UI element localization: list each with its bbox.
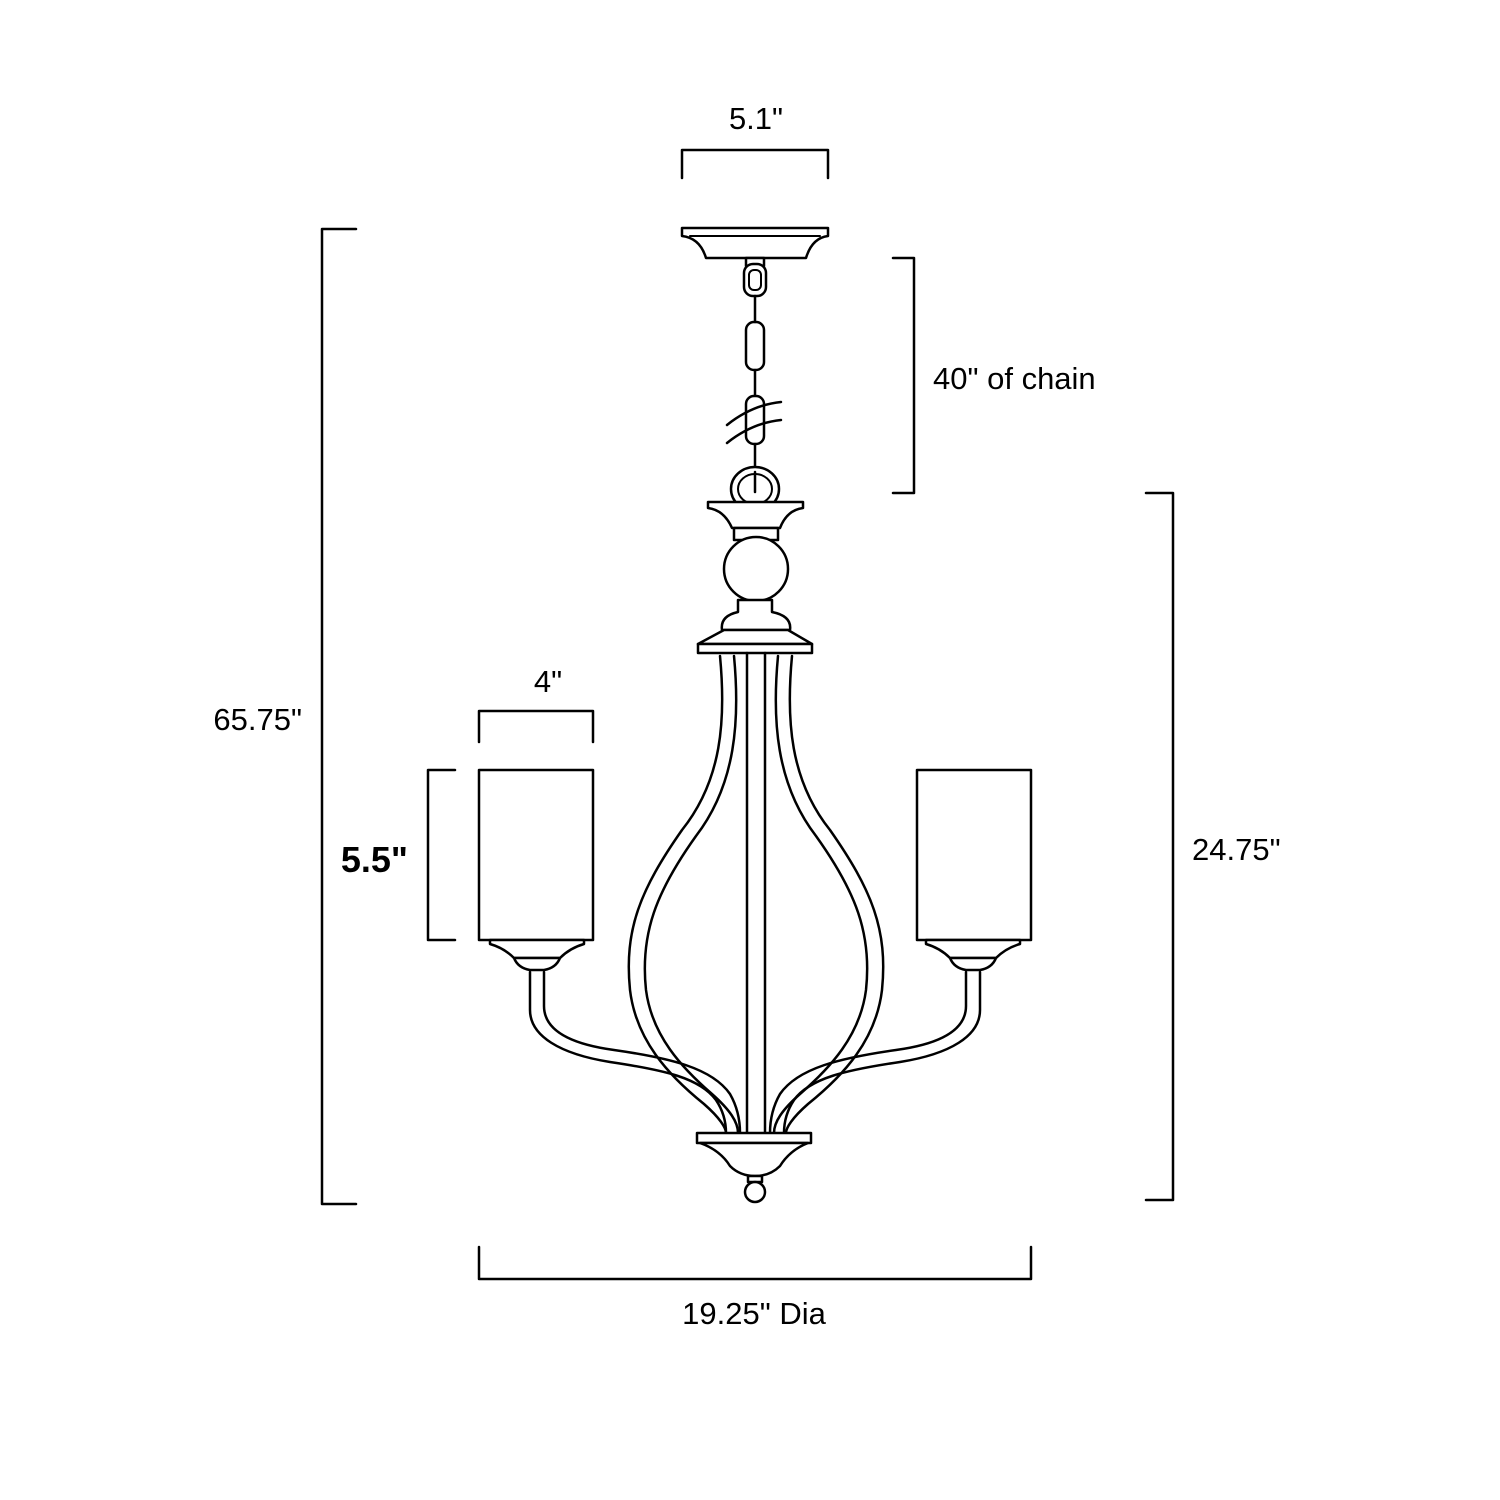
- canopy-width-bracket: [680, 148, 830, 180]
- chain-length-label: 40" of chain: [933, 361, 1096, 396]
- right-shade: [915, 768, 1033, 972]
- overall-height-label: 65.75": [213, 702, 302, 737]
- fixture-height-label: 24.75": [1192, 832, 1281, 867]
- canopy-width-label: 5.1": [729, 101, 783, 136]
- dimension-labels: 5.1" 40" of chain 65.75" 24.75" 4" 5.5" …: [213, 101, 1280, 1331]
- cage-frame: [627, 654, 885, 1135]
- chain: [725, 262, 783, 513]
- diameter-bracket: [477, 1245, 1033, 1281]
- bottom-bowl-and-finial: [695, 1131, 813, 1204]
- diameter-label: 19.25" Dia: [682, 1296, 826, 1331]
- dimension-brackets: [320, 148, 1175, 1281]
- top-cup-and-ball: [696, 500, 814, 655]
- light-arms: [528, 970, 982, 1135]
- central-stem: [745, 651, 767, 1135]
- shade-width-label: 4": [534, 664, 562, 699]
- ceiling-canopy: [680, 226, 830, 268]
- overall-height-bracket: [320, 227, 358, 1206]
- shade-width-bracket: [477, 709, 595, 744]
- fixture-height-bracket: [1144, 491, 1175, 1202]
- chain-length-bracket: [891, 256, 916, 495]
- shade-height-bracket: [426, 768, 457, 942]
- left-shade: [477, 768, 595, 972]
- shade-height-label: 5.5": [341, 839, 408, 880]
